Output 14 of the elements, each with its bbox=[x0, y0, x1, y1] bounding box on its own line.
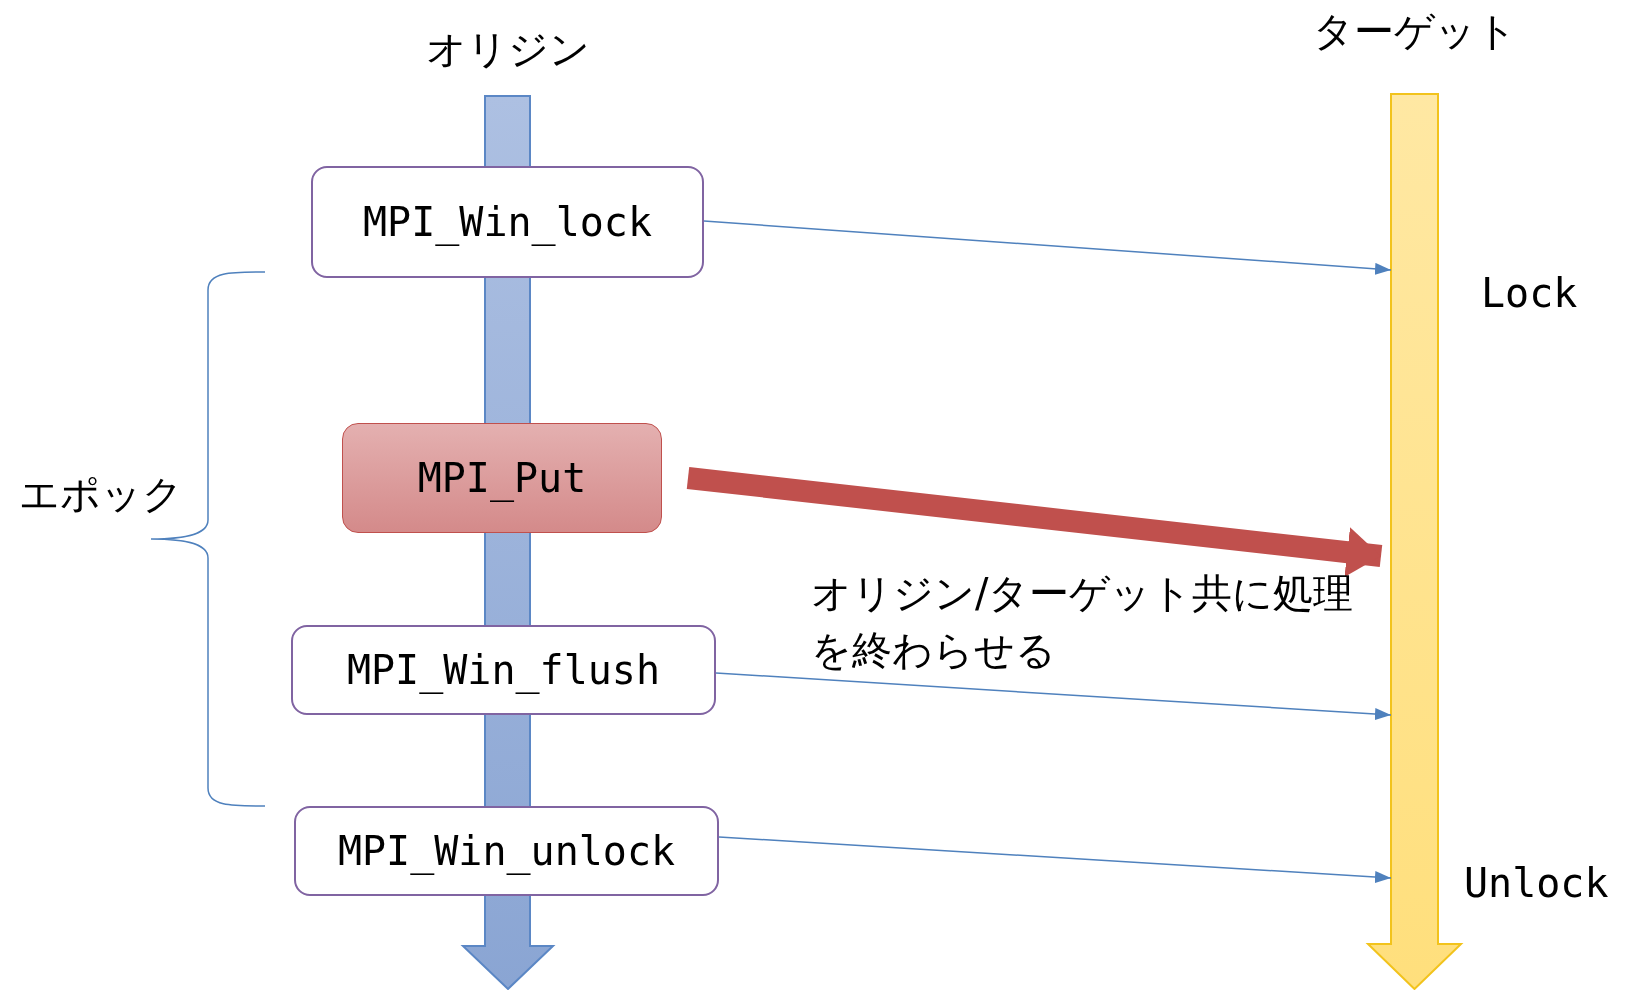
note-text: オリジン/ターゲット共に処理を終わらせる bbox=[811, 569, 1355, 675]
timeline-title: ターゲット bbox=[1312, 7, 1517, 56]
state-label: Lock bbox=[1481, 269, 1578, 318]
call-box: MPI_Win_unlock bbox=[294, 806, 719, 896]
arrow bbox=[715, 672, 1392, 720]
brace-label: エポック bbox=[19, 470, 183, 519]
operation-box: MPI_Put bbox=[342, 423, 662, 533]
arrow bbox=[718, 836, 1392, 883]
call-box: MPI_Win_flush bbox=[291, 625, 716, 715]
state-label: Unlock bbox=[1464, 859, 1609, 908]
arrow bbox=[686, 467, 1383, 578]
timeline-title: オリジン bbox=[426, 25, 590, 74]
arrow bbox=[703, 220, 1392, 275]
call-box: MPI_Win_lock bbox=[311, 166, 704, 278]
